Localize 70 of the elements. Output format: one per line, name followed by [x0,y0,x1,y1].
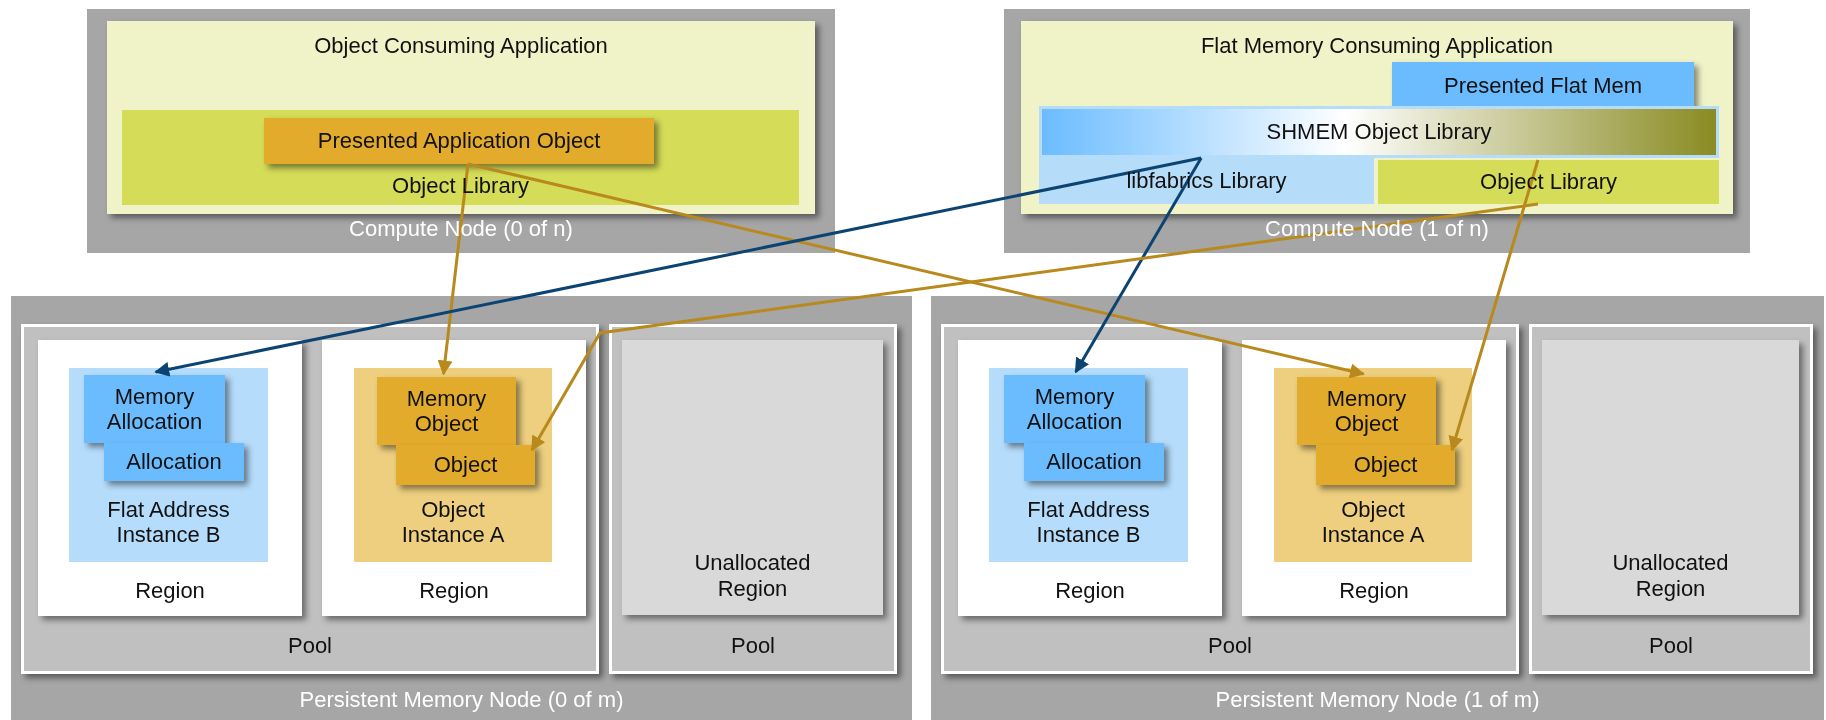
box-label: Allocation [126,449,222,475]
instance-box [69,368,268,562]
arrow [467,162,1365,379]
box-label: SHMEM Object Library [1266,119,1492,145]
application-panel [1021,21,1733,214]
region-box [38,340,302,616]
box-label: Region [419,577,489,604]
box-label: Presented Flat Mem [1443,73,1643,99]
library-box [1039,106,1719,158]
library-box [122,110,799,205]
arrow [154,156,1202,377]
box-label: Memory Allocation [1025,383,1124,435]
arrow [437,163,470,376]
box-label: Region [1055,577,1125,604]
allocation-box [104,443,244,481]
arrow [1074,157,1203,374]
box-label: Object [1353,452,1418,478]
box-label: Persistent Memory Node (1 of m) [1215,687,1540,713]
box-label: Object Instance A [400,496,506,548]
memory-object-box [377,377,516,445]
arrow [530,202,1539,452]
region-box [622,340,883,615]
box-label: Region [1339,577,1409,604]
region-box [1542,340,1799,615]
memory-object-box [1316,445,1455,485]
box-label: Unallocated Region [1611,550,1730,601]
pool-panel [941,324,1519,674]
arrow [1448,159,1540,452]
memory-object-box [1297,377,1436,445]
box-label: Flat Memory Consuming Application [1200,33,1554,59]
instance-box [354,368,552,562]
application-panel [107,21,815,214]
box-label: Object Library [1480,169,1617,195]
box-label: Object [433,452,498,478]
box-label: Persistent Memory Node (0 of m) [299,687,624,713]
memory-object-box [396,445,535,485]
compute-node-panel [1004,9,1750,253]
allocation-box [1024,443,1164,481]
library-box [1378,160,1719,204]
memory-node-panel [11,296,912,720]
region-box [958,340,1222,616]
box-label: Flat Address Instance B [106,496,231,548]
library-box [1039,158,1374,204]
instance-box [989,368,1188,562]
box-label: Object Instance A [1320,496,1426,548]
region-box [322,340,586,616]
region-box [1242,340,1506,616]
instance-box [1274,368,1472,562]
box-label: Flat Address Instance B [1026,496,1151,548]
box-label: Object Library [392,172,529,199]
box-label: Allocation [1046,449,1142,475]
box-label: Pool [287,633,332,659]
box-label: Memory Allocation [105,383,204,435]
allocation-box [1004,375,1145,443]
object-box [264,118,654,164]
box-label: Pool [1207,633,1252,659]
pool-panel [21,324,599,674]
box-label: Memory Object [1325,385,1408,437]
compute-node-panel [87,9,835,253]
box-label: Object Consuming Application [314,33,608,59]
pool-panel [1529,324,1813,674]
box-label: Unallocated Region [693,550,812,601]
pool-panel [609,324,897,674]
box-label: Presented Application Object [317,128,601,154]
memory-node-panel [931,296,1824,720]
box-label: Memory Object [405,385,488,437]
allocation-box [84,375,225,443]
box-label: Region [135,577,205,604]
box-label: Pool [730,633,775,659]
box-label: Pool [1648,633,1693,659]
